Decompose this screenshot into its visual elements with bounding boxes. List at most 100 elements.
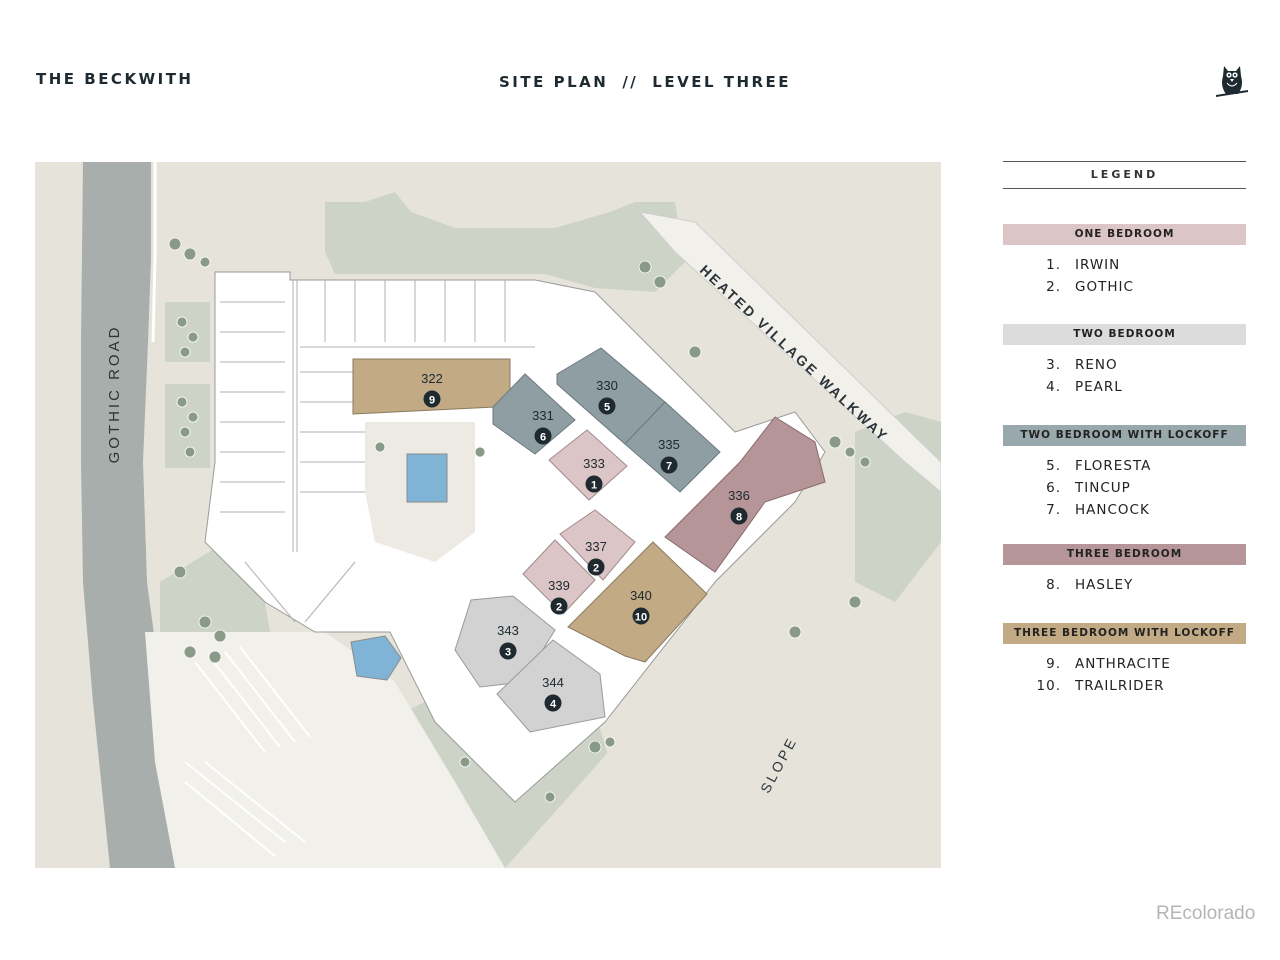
lawn-left-1	[165, 302, 210, 362]
legend-item: 8. HASLEY	[1003, 574, 1246, 596]
legend-item-number: 3.	[1046, 357, 1061, 373]
legend-item-number: 2.	[1046, 279, 1061, 295]
legend-group-header: TWO BEDROOM	[1003, 324, 1246, 345]
plan-number-336: 8	[736, 512, 742, 524]
plan-badge-344	[544, 694, 562, 712]
unit-number-331: 331	[532, 408, 554, 423]
legend-group-header: ONE BEDROOM	[1003, 224, 1246, 245]
gothic-road-label: GOTHIC ROAD	[106, 325, 123, 464]
building-walls	[220, 280, 535, 623]
plan-badge-337	[587, 558, 605, 576]
plan-number-322: 9	[429, 395, 435, 407]
legend-group-header: TWO BEDROOM WITH LOCKOFF	[1003, 425, 1246, 446]
plan-number-343: 3	[505, 647, 511, 659]
legend-item-number: 4.	[1046, 379, 1061, 395]
unit-number-336: 336	[728, 488, 750, 503]
plan-number-333: 1	[591, 480, 597, 492]
heated-walkway	[638, 211, 941, 493]
plan-number-340: 10	[635, 612, 647, 624]
legend-item: 3. RENO	[1003, 354, 1246, 376]
unit-number-330: 330	[596, 378, 618, 393]
page-title: SITE PLAN // LEVEL THREE	[499, 73, 791, 91]
hot-tub	[350, 635, 402, 681]
legend-group-header: THREE BEDROOM	[1003, 544, 1246, 565]
unit-335[interactable]	[624, 401, 721, 493]
lawn-left-2	[165, 384, 210, 468]
legend-item-label: RENO	[1075, 357, 1118, 373]
legend-item-number: 8.	[1046, 577, 1061, 593]
unit-number-333: 333	[583, 456, 605, 471]
legend-group: THREE BEDROOM 8. HASLEY	[1003, 544, 1246, 596]
legend-item-label: GOTHIC	[1075, 279, 1134, 295]
owl-logo-icon	[1216, 66, 1248, 97]
plan-number-330: 5	[604, 402, 610, 414]
legend-item: 6. TINCUP	[1003, 477, 1246, 499]
unit-number-343: 343	[497, 623, 519, 638]
unit-number-337: 337	[585, 539, 607, 554]
legend-item-label: TRAILRIDER	[1075, 678, 1165, 694]
unit-340[interactable]	[567, 541, 708, 663]
unit-number-335: 335	[658, 437, 680, 452]
courtyard-pool	[406, 453, 448, 503]
legend-item-label: FLORESTA	[1075, 458, 1152, 474]
parking-stripes	[184, 646, 311, 857]
legend-item-number: 9.	[1046, 656, 1061, 672]
legend-item: 9. ANTHRACITE	[1003, 653, 1246, 675]
legend-item-number: 10.	[1036, 678, 1061, 694]
plan-number-337: 2	[593, 563, 599, 575]
legend-item: 7. HANCOCK	[1003, 499, 1246, 521]
plan-number-344: 4	[550, 699, 557, 711]
brand-name: THE BECKWITH	[36, 70, 194, 88]
unit-number-339: 339	[548, 578, 570, 593]
unit-331[interactable]	[492, 373, 576, 455]
plan-badge-339	[550, 597, 568, 615]
legend-item-label: IRWIN	[1075, 257, 1121, 273]
legend-item: 5. FLORESTA	[1003, 455, 1246, 477]
green-upper	[325, 192, 685, 292]
plan-badge-336	[730, 507, 748, 525]
legend-item: 10. TRAILRIDER	[1003, 675, 1246, 697]
watermark: REcolorado	[1156, 903, 1256, 924]
legend-title: LEGEND	[1003, 161, 1246, 189]
legend-item-label: TINCUP	[1075, 480, 1131, 496]
legend-group: ONE BEDROOM 1. IRWIN 2. GOTHIC	[1003, 224, 1246, 298]
unit-339[interactable]	[522, 539, 596, 615]
legend-item-label: HANCOCK	[1075, 502, 1150, 518]
plan-badge-343	[499, 642, 517, 660]
legend-item-number: 6.	[1046, 480, 1061, 496]
legend-item: 4. PEARL	[1003, 376, 1246, 398]
title-site-plan: SITE PLAN	[499, 73, 609, 91]
plan-badge-322	[423, 390, 441, 408]
title-level: LEVEL THREE	[652, 73, 792, 91]
legend-item-number: 5.	[1046, 458, 1061, 474]
legend-group-header: THREE BEDROOM WITH LOCKOFF	[1003, 623, 1246, 644]
legend-item: 2. GOTHIC	[1003, 276, 1246, 298]
plan-number-339: 2	[556, 602, 562, 614]
legend-item-number: 1.	[1046, 257, 1061, 273]
parking-lot	[145, 632, 505, 868]
legend-item-number: 7.	[1046, 502, 1061, 518]
legend-item-label: HASLEY	[1075, 577, 1134, 593]
legend: LEGEND ONE BEDROOM 1. IRWIN 2. GOTHIC TWO BED…	[1003, 161, 1246, 694]
legend-item: 1. IRWIN	[1003, 254, 1246, 276]
unit-333[interactable]	[548, 429, 628, 501]
plan-badge-340	[632, 607, 650, 625]
legend-item-label: PEARL	[1075, 379, 1123, 395]
plan-badge-335	[660, 456, 678, 474]
title-separator: //	[622, 73, 639, 91]
unit-336[interactable]	[664, 416, 826, 573]
unit-number-340: 340	[630, 588, 652, 603]
plan-badge-330	[598, 397, 616, 415]
unit-number-322: 322	[421, 371, 443, 386]
plan-number-331: 6	[540, 432, 546, 444]
unit-344[interactable]	[496, 639, 606, 733]
legend-group: THREE BEDROOM WITH LOCKOFF 9. ANTHRACITE 10…	[1003, 623, 1246, 697]
slope-area	[505, 582, 941, 868]
legend-group: TWO BEDROOM WITH LOCKOFF 5. FLORESTA 6. TINC…	[1003, 425, 1246, 521]
unit-number-344: 344	[542, 675, 564, 690]
road-edge	[151, 162, 157, 343]
legend-item-label: ANTHRACITE	[1075, 656, 1171, 672]
plan-badge-331	[534, 427, 552, 445]
